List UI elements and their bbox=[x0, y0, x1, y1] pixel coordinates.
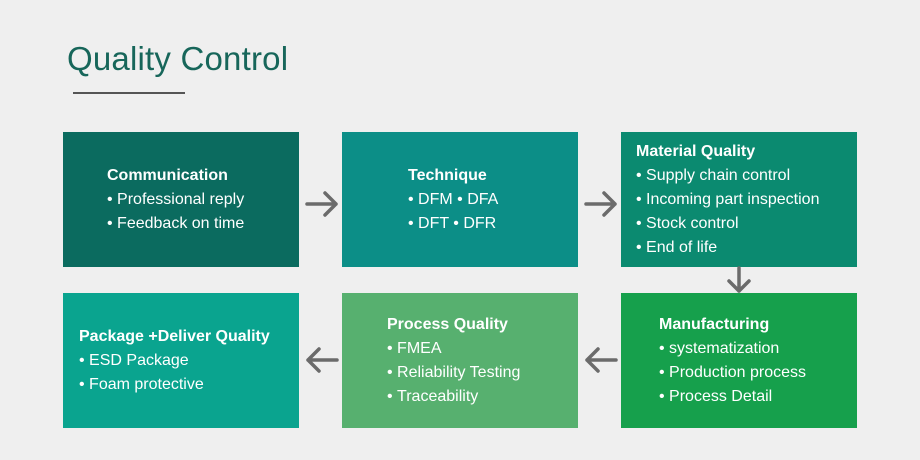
list-item: Feedback on time bbox=[107, 212, 299, 236]
box-heading: Process Quality bbox=[387, 315, 508, 333]
list-item: systematization bbox=[659, 337, 857, 361]
page-title: Quality Control bbox=[67, 40, 289, 77]
box-list: ESD Package Foam protective bbox=[79, 349, 299, 397]
box-list: Professional reply Feedback on time bbox=[107, 188, 299, 236]
box-heading: Manufacturing bbox=[659, 315, 770, 333]
list-item: End of life bbox=[636, 236, 857, 260]
list-item: FMEA bbox=[387, 337, 578, 361]
list-item: Production process bbox=[659, 361, 857, 385]
box-list: systematization Production process Proce… bbox=[659, 337, 857, 409]
box-material-quality: Material Quality Supply chain control In… bbox=[621, 132, 857, 267]
arrow-right-icon bbox=[305, 191, 338, 217]
list-item: DFT • DFR bbox=[408, 212, 578, 236]
box-communication: Communication Professional reply Feedbac… bbox=[63, 132, 299, 267]
box-list: DFM • DFA DFT • DFR bbox=[408, 188, 578, 236]
list-item: Professional reply bbox=[107, 188, 299, 212]
list-item: Process Detail bbox=[659, 385, 857, 409]
box-manufacturing: Manufacturing systematization Production… bbox=[621, 293, 857, 428]
list-item: Stock control bbox=[636, 212, 857, 236]
arrow-down-icon bbox=[727, 266, 751, 293]
arrow-left-icon bbox=[585, 347, 618, 373]
box-list: FMEA Reliability Testing Traceability bbox=[387, 337, 578, 409]
box-heading: Package +Deliver Quality bbox=[79, 327, 270, 345]
box-list: Supply chain control Incoming part inspe… bbox=[636, 164, 857, 260]
list-item: DFM • DFA bbox=[408, 188, 578, 212]
arrow-left-icon bbox=[306, 347, 339, 373]
box-technique: Technique DFM • DFA DFT • DFR bbox=[342, 132, 578, 267]
box-heading: Material Quality bbox=[636, 142, 756, 160]
list-item: Foam protective bbox=[79, 373, 299, 397]
arrow-right-icon bbox=[584, 191, 617, 217]
list-item: Supply chain control bbox=[636, 164, 857, 188]
box-heading: Technique bbox=[408, 166, 487, 184]
list-item: ESD Package bbox=[79, 349, 299, 373]
box-heading: Communication bbox=[107, 166, 228, 184]
title-underline bbox=[73, 92, 185, 94]
list-item: Traceability bbox=[387, 385, 578, 409]
list-item: Incoming part inspection bbox=[636, 188, 857, 212]
box-package-deliver-quality: Package +Deliver Quality ESD Package Foa… bbox=[63, 293, 299, 428]
box-process-quality: Process Quality FMEA Reliability Testing… bbox=[342, 293, 578, 428]
list-item: Reliability Testing bbox=[387, 361, 578, 385]
